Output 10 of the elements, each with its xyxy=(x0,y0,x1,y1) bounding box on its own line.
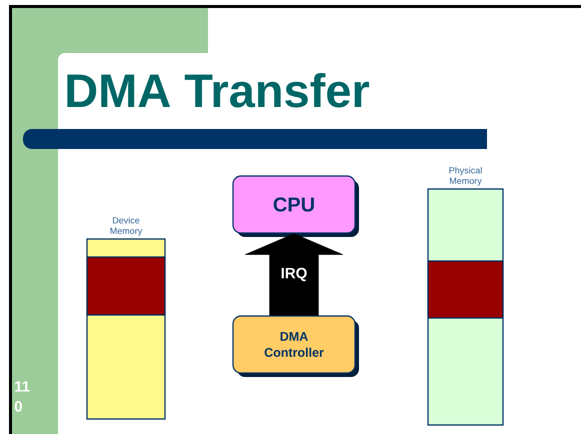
cpu-box: CPU xyxy=(232,175,359,237)
node-label: Physical Memory xyxy=(449,166,482,186)
slide-number: 11 0 xyxy=(14,381,30,412)
memory-block xyxy=(86,256,166,316)
memory-block xyxy=(427,260,504,319)
edge-label: IRQ xyxy=(282,268,307,282)
arrow xyxy=(244,233,344,316)
slide-title: DMA Transfer xyxy=(67,72,370,108)
controller-box: DMA Controller xyxy=(232,315,359,377)
node-label: Device Memory xyxy=(110,216,142,236)
